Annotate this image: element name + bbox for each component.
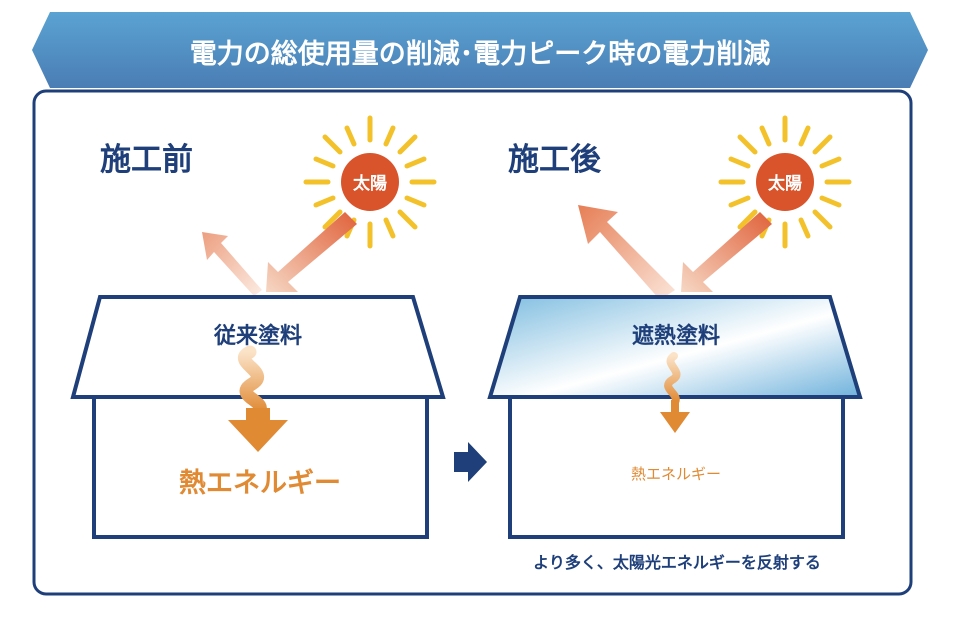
reflected-light-arrow <box>578 205 675 300</box>
after-heading: 施工後 <box>508 142 602 178</box>
roof-label: 従来塗料 <box>213 323 302 349</box>
heat-energy-label: 熱エネルギー <box>179 468 341 499</box>
caption: より多く、太陽光エネルギーを反射する <box>533 553 821 572</box>
heat-wave-icon <box>664 352 681 406</box>
heat-wave-icon <box>237 345 267 419</box>
sun-icon: 太陽 <box>303 115 437 249</box>
roof-heat-shield-paint <box>487 295 863 399</box>
after-panel: 施工後 太陽 遮熱塗料 熱エネルギー より多く、太陽光エネルギーを反射する <box>487 118 863 572</box>
before-heading: 施工前 <box>100 142 193 178</box>
title-banner: 電力の総使用量の削減･電力ピーク時の電力削減 <box>32 12 928 88</box>
sun-icon: 太陽 <box>721 118 849 246</box>
roof-label: 遮熱塗料 <box>632 323 720 349</box>
right-arrow-icon <box>454 442 487 482</box>
heat-arrow <box>660 400 690 433</box>
incoming-sunlight-arrow <box>266 212 357 292</box>
sun-label: 太陽 <box>768 173 802 194</box>
heat-energy-label: 熱エネルギー <box>631 465 721 483</box>
heat-arrow <box>228 408 288 452</box>
incoming-sunlight-arrow <box>681 212 772 292</box>
banner-title: 電力の総使用量の削減･電力ピーク時の電力削減 <box>190 38 771 70</box>
sun-label: 太陽 <box>353 173 387 194</box>
reflected-light-arrow <box>202 232 262 296</box>
before-panel: 施工前 太陽 従来塗料 熱エネルギー <box>70 115 446 539</box>
roof-conventional-paint <box>70 295 446 399</box>
house-body <box>92 395 429 539</box>
